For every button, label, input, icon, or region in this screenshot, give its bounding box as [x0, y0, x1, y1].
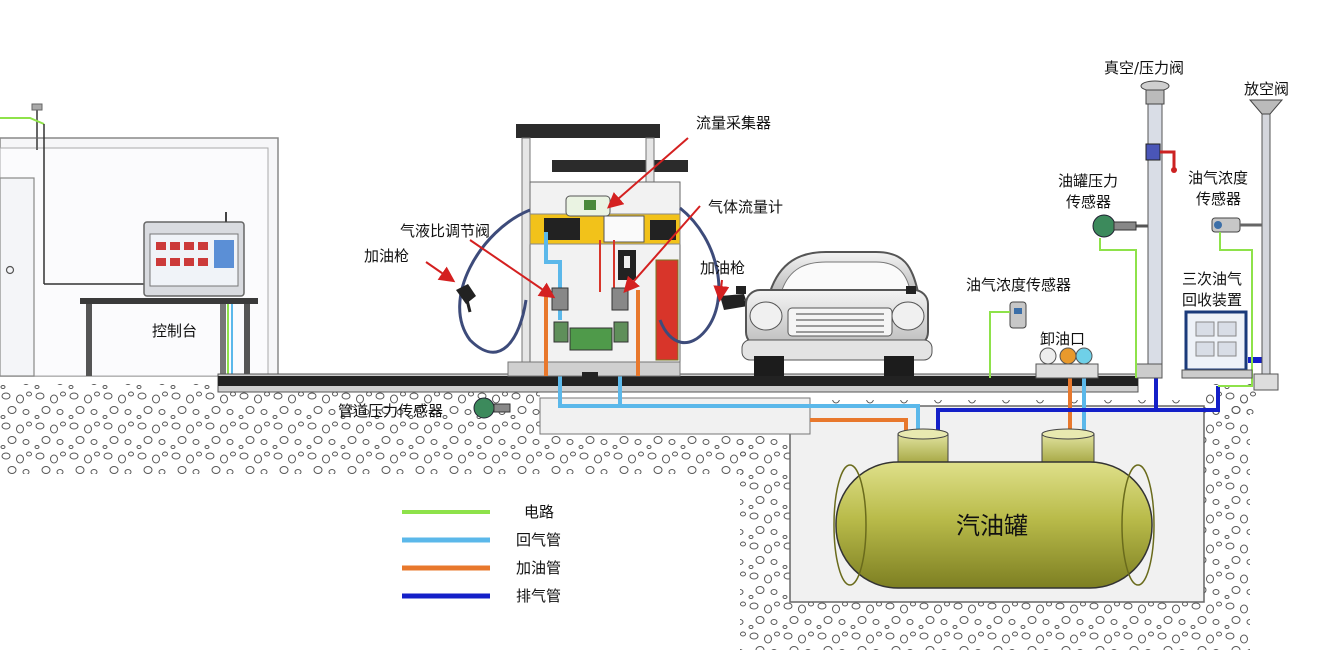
- legend-label-exhaust: 排气管: [516, 587, 561, 605]
- ground-line: [218, 376, 1138, 386]
- vent-valve-mast: [1248, 99, 1284, 391]
- vapor-sensor-ground-icon: [989, 301, 1027, 378]
- label-ratio-valve: 气液比调节阀: [400, 222, 490, 240]
- label-vacuum-valve: 真空/压力阀: [1104, 59, 1184, 77]
- tertiary-recovery-unit-icon: [1181, 310, 1253, 379]
- label-vapor-sensor-top-2: 传感器: [1196, 190, 1241, 208]
- legend-label-circuit: 电路: [524, 503, 554, 521]
- label-tank: 汽油罐: [956, 512, 1028, 540]
- car-icon: [736, 251, 933, 376]
- label-pipe-pressure-sensor: 管道压力传感器: [338, 402, 443, 420]
- control-console-monitor: [143, 212, 245, 297]
- pointer-arrows: [425, 137, 730, 302]
- vapor-sensor-top-icon: [1211, 217, 1262, 387]
- label-gas-flowmeter: 气体流量计: [708, 198, 783, 216]
- pipe-trench: [539, 397, 811, 435]
- console-desk: [80, 298, 258, 378]
- label-nozzle-right: 加油枪: [700, 259, 745, 277]
- label-tank-pressure-sensor-2: 传感器: [1066, 193, 1111, 211]
- nozzle-left-icon: [456, 284, 476, 313]
- arrow-nozzle-left: [425, 261, 456, 283]
- vacuum-pressure-valve-mast: [1135, 80, 1177, 379]
- label-unload-port: 卸油口: [1040, 330, 1085, 348]
- pipe-pressure-sensor-icon: [473, 397, 511, 419]
- unload-port-icon: [1035, 347, 1099, 379]
- label-vapor-sensor-ground: 油气浓度传感器: [966, 276, 1071, 294]
- exhaust-pipe: [936, 386, 1220, 440]
- tank-pressure-sensor-icon: [1092, 214, 1137, 378]
- label-console: 控制台: [152, 322, 197, 340]
- label-tank-pressure-sensor-1: 油罐压力: [1058, 172, 1118, 190]
- arrow-flow-collector: [606, 137, 689, 209]
- label-vent-valve: 放空阀: [1244, 80, 1289, 98]
- arrow-nozzle-right: [713, 279, 730, 302]
- label-vapor-sensor-top-1: 油气浓度: [1188, 169, 1248, 187]
- label-flow-collector: 流量采集器: [696, 114, 771, 132]
- label-recovery-2: 回收装置: [1182, 291, 1242, 309]
- label-nozzle-left: 加油枪: [364, 247, 409, 265]
- arrow-gas-flowmeter: [623, 205, 701, 294]
- legend-label-vapor-return: 回气管: [516, 531, 561, 549]
- arrow-ratio-valve: [469, 239, 556, 299]
- gasoline-tank: [833, 428, 1155, 589]
- label-recovery-1: 三次油气: [1182, 270, 1242, 288]
- fuel-dispenser: [458, 124, 721, 382]
- legend-label-fuel: 加油管: [516, 559, 561, 577]
- legend: 电路 回气管 加油管 排气管: [402, 503, 561, 605]
